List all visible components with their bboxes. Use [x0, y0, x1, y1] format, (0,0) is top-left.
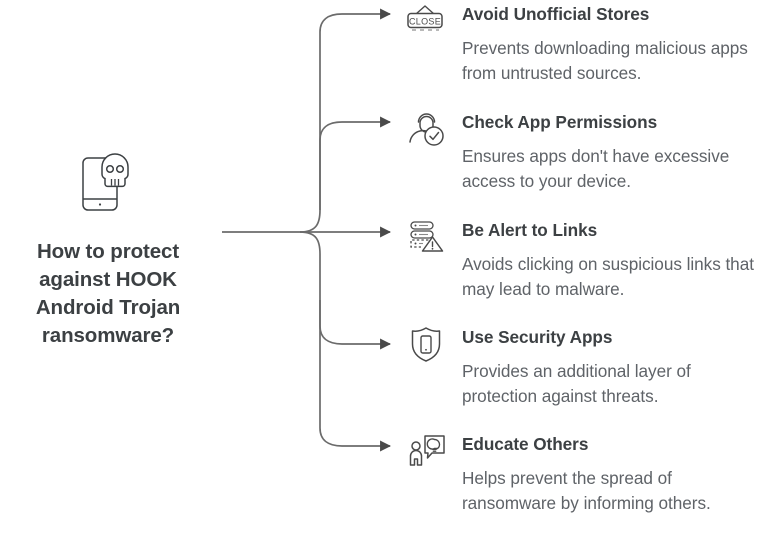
branch-body: Educate Others Helps prevent the spread …	[462, 432, 772, 515]
branch-title: Be Alert to Links	[462, 220, 598, 240]
branch-item: Check App Permissions Ensures apps don't…	[404, 110, 772, 193]
branch-title: Use Security Apps	[462, 327, 613, 347]
user-check-icon	[404, 110, 450, 150]
close-sign-icon: CLOSE	[404, 2, 450, 42]
root-icon-wrap	[0, 150, 216, 222]
person-idea-bubble-icon	[404, 432, 450, 472]
branch-item: Educate Others Helps prevent the spread …	[404, 432, 772, 515]
branch-line-1	[319, 116, 392, 210]
branch-line-4	[299, 231, 392, 452]
branch-item: Use Security Apps Provides an additional…	[404, 325, 772, 408]
branch-title: Educate Others	[462, 434, 589, 454]
branch-item: CLOSE Avoid Unofficial Stores Prevents d…	[404, 2, 772, 85]
branch-body: Use Security Apps Provides an additional…	[462, 325, 772, 408]
page-title: How to protect against HOOK Android Troj…	[35, 240, 181, 347]
server-warning-icon	[404, 218, 450, 258]
branch-line-3	[319, 300, 392, 350]
shield-phone-icon	[404, 325, 450, 365]
smartphone-skull-icon	[78, 152, 138, 220]
branch-body: Be Alert to Links Avoids clicking on sus…	[462, 218, 772, 301]
branch-description: Avoids clicking on suspicious links that…	[462, 254, 754, 299]
branch-body: Avoid Unofficial Stores Prevents downloa…	[462, 2, 772, 85]
branch-description: Ensures apps don't have excessive access…	[462, 146, 730, 191]
branch-item: Be Alert to Links Avoids clicking on sus…	[404, 218, 772, 301]
root-node: How to protect against HOOK Android Troj…	[0, 150, 216, 350]
branch-description: Prevents downloading malicious apps from…	[462, 38, 748, 83]
svg-text:CLOSE: CLOSE	[409, 16, 441, 26]
branch-line-0	[299, 8, 392, 233]
branch-body: Check App Permissions Ensures apps don't…	[462, 110, 772, 193]
branch-description: Provides an additional layer of protecti…	[462, 361, 691, 406]
branch-title: Check App Permissions	[462, 112, 658, 132]
branch-title: Avoid Unofficial Stores	[462, 4, 650, 24]
branch-description: Helps prevent the spread of ransomware b…	[462, 468, 711, 513]
